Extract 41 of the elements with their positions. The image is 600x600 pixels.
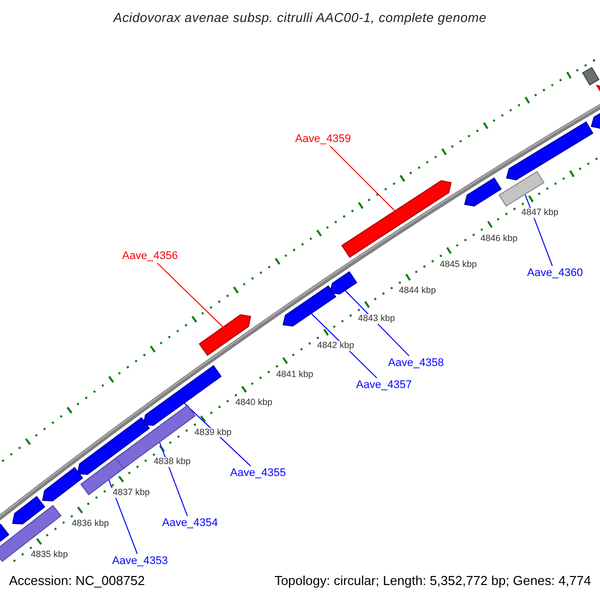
scale-label: 4840 kbp (234, 398, 274, 408)
gene-feature (582, 66, 600, 86)
gene-feature (506, 121, 594, 180)
gene-label: Aave_4356 (122, 250, 178, 262)
gene-label: Aave_4360 (527, 266, 583, 280)
scale-label: 4838 kbp (152, 457, 192, 468)
scale-label: 4845 kbp (438, 260, 478, 270)
accession-text: Accession: NC_008752 (9, 574, 145, 588)
leader-line (524, 194, 553, 266)
gene-label: Aave_4354 (162, 516, 218, 530)
gene-label: Aave_4353 (112, 554, 168, 568)
leader-line (156, 262, 224, 328)
gene-feature (115, 404, 196, 470)
gene-feature (198, 314, 252, 356)
gene-feature (341, 180, 452, 258)
leader-line (330, 146, 395, 211)
scale-label: 4839 kbp (194, 428, 233, 438)
gene-label: Aave_4358 (388, 356, 444, 370)
gene-feature (498, 170, 545, 207)
gene-feature (329, 271, 358, 295)
title: Acidovorax avenae subsp. citrulli AAC00-1, complete genome (113, 10, 487, 26)
gene-label: Aave_4359 (295, 132, 351, 146)
gene-label: Aave_4357 (356, 378, 412, 392)
scale-label: 4843 kbp (357, 314, 396, 324)
gene-label: Aave_4355 (230, 466, 286, 480)
gene-feature (12, 496, 46, 524)
scale-label: 4837 kbp (112, 488, 151, 498)
gene-feature (282, 285, 336, 327)
gene-feature (142, 365, 222, 426)
gene-feature (76, 417, 150, 475)
scale-label: 4835 kbp (30, 550, 69, 560)
scale-label: 4841 kbp (275, 370, 314, 380)
scale-label: 4842 kbp (316, 341, 356, 352)
gene-feature (42, 467, 84, 502)
genome-summary: Topology: circular; Length: 5,352,772 bp; Genes: 4,774 (274, 574, 591, 588)
scale-label: 4846 kbp (480, 234, 519, 244)
scale-label: 4844 kbp (398, 286, 437, 296)
scale-label: 4836 kbp (70, 518, 110, 528)
leader-line (184, 402, 252, 466)
gene-feature (464, 177, 502, 207)
scale-label: 4847 kbp (520, 208, 560, 218)
